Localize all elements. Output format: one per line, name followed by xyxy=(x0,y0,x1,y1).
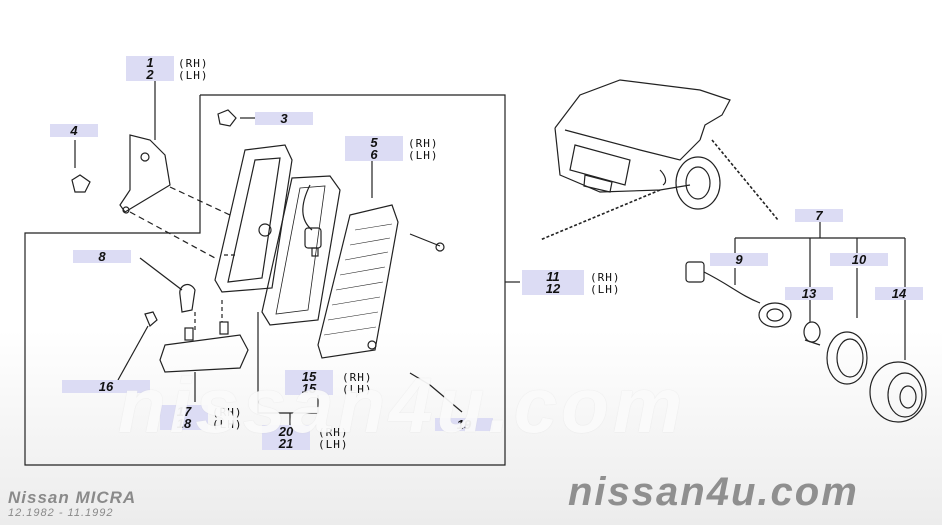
model-title: Nissan MICRA xyxy=(8,488,137,507)
callout-20[interactable]: 20 xyxy=(262,425,310,438)
rh-label: (RH) xyxy=(212,406,243,419)
bracket-part xyxy=(119,134,171,213)
socket-wire xyxy=(302,184,313,231)
watermark-center: nissan4u.com xyxy=(118,361,687,449)
callout-6[interactable]: 6 xyxy=(345,148,403,161)
clip-part xyxy=(71,174,91,193)
car-sketch xyxy=(554,79,731,141)
lh-label: (LH) xyxy=(178,69,209,82)
rh-label: (RH) xyxy=(342,371,373,384)
callout-10[interactable]: 10 xyxy=(830,253,888,266)
callout-7[interactable]: 7 xyxy=(795,209,843,222)
rh-label: (RH) xyxy=(318,426,349,439)
clip-3-part xyxy=(217,109,237,127)
lh-label: (LH) xyxy=(408,149,439,162)
rh-label: (RH) xyxy=(590,271,621,284)
callout-3[interactable]: 3 xyxy=(255,112,313,125)
callout-11[interactable]: 11 xyxy=(522,270,584,283)
callout-12[interactable]: 12 xyxy=(522,282,584,295)
callout-15-rh[interactable]: 15 xyxy=(285,370,333,383)
callout-2[interactable]: 2 xyxy=(126,68,174,81)
rh-label: (RH) xyxy=(408,137,439,150)
lamp-housing xyxy=(214,144,293,293)
callout-13[interactable]: 13 xyxy=(785,287,833,300)
rh-label: (RH) xyxy=(178,57,209,70)
callout-18[interactable]: 18 xyxy=(160,417,208,430)
lh-label: (LH) xyxy=(212,418,243,431)
callout-14[interactable]: 14 xyxy=(875,287,923,300)
lh-label: (LH) xyxy=(318,438,349,451)
callout-15-lh[interactable]: 15 xyxy=(285,382,333,395)
callout-4[interactable]: 4 xyxy=(50,124,98,137)
side-marker xyxy=(159,334,249,373)
gasket-part xyxy=(261,175,341,326)
callout-8[interactable]: 8 xyxy=(73,250,131,263)
callout-5[interactable]: 5 xyxy=(345,136,403,149)
callout-21[interactable]: 21 xyxy=(262,437,310,450)
bulb-part xyxy=(179,283,196,313)
assembly-frame xyxy=(24,94,506,466)
lh-label: (LH) xyxy=(590,283,621,296)
callout-9[interactable]: 9 xyxy=(710,253,768,266)
lens-part xyxy=(317,204,399,359)
callout-1[interactable]: 1 xyxy=(126,56,174,69)
callout-16[interactable]: 16 xyxy=(62,380,150,393)
callout-17[interactable]: 17 xyxy=(160,405,208,418)
watermark-corner: nissan4u.com xyxy=(568,470,859,514)
model-years: 12.1982 - 11.1992 xyxy=(8,507,114,519)
lh-label: (LH) xyxy=(342,383,373,396)
callout-19[interactable]: 19 xyxy=(435,418,493,431)
